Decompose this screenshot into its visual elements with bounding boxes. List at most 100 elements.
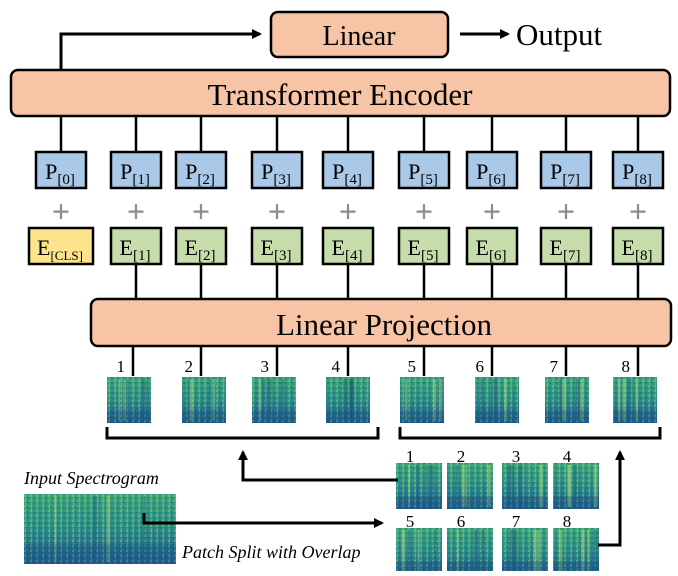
embedding-base-3: E [261,235,274,260]
grid-tile-4-streak-2 [568,465,571,507]
patch-tile-8-streak-1 [617,379,621,421]
grid-tile-2 [447,463,493,509]
linear-projection-label: Linear Projection [276,307,493,342]
patch-tile-7-streak-1 [561,379,567,421]
patch-tile-2-streak-3 [209,379,212,421]
position-embedding-1 [109,150,163,190]
grid-tile-5 [396,528,442,574]
grid-tile-4 [553,463,599,509]
grid-number-4: 4 [563,447,572,466]
patch-tile-6-low-band [475,410,519,423]
patch-tile-4-streak-1 [343,379,348,421]
grid-tile-5-texture [396,528,442,574]
embedding-label-6: E[6] [476,235,507,264]
patch-tile-2-streak-1 [187,379,190,421]
grid-tile-3-low-band [502,496,548,509]
grid-number-1: 1 [406,447,415,466]
grid-tile-2-streak-3 [461,465,465,507]
patch-number-6: 6 [476,357,485,376]
patch-tile-1-streak-3 [118,379,121,421]
patch-tile-1 [107,377,151,423]
grid-tile-4-texture [553,463,599,509]
patch-tile-4-streak-0 [350,379,354,421]
right-bracket [398,427,662,440]
patch-tile-7 [545,377,589,423]
grid-tile-7-texture [502,528,548,574]
grid-number-7: 7 [512,512,521,531]
grid-tile-6-low-band [447,561,493,574]
patch-number-3: 3 [261,357,270,376]
grid-tile-3-streak-1 [518,465,523,507]
position-embedding-3 [250,150,304,190]
cls-embedding [27,226,95,266]
grid-number-8: 8 [563,512,572,531]
input-spectrogram-label: Input Spectrogram [23,468,159,488]
position-embedding-4 [321,150,375,190]
patch-tile-2-texture [182,377,226,423]
patch-tile-2-streak-2 [212,379,215,421]
embedding-base-7: E [550,235,563,260]
position-embedding-6 [465,150,519,190]
embedding-label-1: E[1] [120,235,151,264]
position-subscript-8: [8] [634,172,652,188]
grid-tile-2-streak-0 [455,465,459,507]
grid-tile-7-low-band [502,561,548,574]
patch-tile-5-streak-0 [432,379,437,421]
embedding-subscript-4: [4] [345,248,363,264]
patch-tile-8-streak-2 [622,379,626,421]
input-spectrogram-image-streak-3 [106,496,110,562]
split-arrow [142,513,384,528]
grid-tile-7-streak-0 [533,530,537,572]
patch-tile-3-streak-0 [267,379,272,421]
patch-tile-6-streak-3 [493,379,498,421]
input-spectrogram-image-streak-0 [54,496,57,562]
grid-tile-1-low-band [396,496,442,509]
position-base-5: P [408,159,420,184]
position-subscript-2: [2] [197,172,215,188]
embedding-subscript-6: [6] [489,248,507,264]
grid-number-2: 2 [457,447,466,466]
patch-tile-6-streak-1 [504,379,508,421]
patch-tile-3-streak-1 [281,379,285,421]
position-base-8: P [622,159,634,184]
grid-tile-4-streak-3 [574,465,577,507]
input-spectrogram-image [24,494,176,564]
patch-number-4: 4 [332,357,341,376]
position-label-2: P[2] [185,159,215,188]
grid-tile-3-streak-3 [538,465,544,507]
left-bracket [105,427,380,440]
linear-projection-block [89,297,673,348]
patch-tile-3 [252,377,296,423]
patch-tile-6-streak-0 [480,379,484,421]
position-subscript-3: [3] [273,172,291,188]
patch-embedding-5 [397,226,451,266]
grid-tile-6-texture [447,528,493,574]
token-columns: P[0]+E[CLS]P[1]+E[1]P[2]+E[2]P[3]+E[3]P[… [27,116,665,299]
input-spectrogram [24,494,176,564]
plus-sign-5: + [415,193,433,229]
grid-number-5: 5 [406,512,415,531]
patch-tile-4-streak-2 [349,379,354,421]
output-label: Output [516,17,603,52]
plus-sign-3: + [268,193,286,229]
split-label: Patch Split with Overlap [181,542,360,562]
grid-to-right-arrow [598,450,625,547]
embedding-label-4: E[4] [332,235,363,264]
grid-tile-8-streak-2 [593,530,598,572]
grid-tile-5-streak-2 [417,530,420,572]
grid-tile-7-streak-3 [513,530,518,572]
grid-tile-5-streak-1 [408,530,411,572]
grid-tile-2-streak-1 [465,465,468,507]
patch-tile-8-streak-3 [627,379,632,421]
position-subscript-5: [5] [420,172,438,188]
position-label-1: P[1] [120,159,150,188]
patch-tile-4 [326,377,370,423]
position-base-7: P [550,159,562,184]
grid-tile-6-streak-2 [474,530,477,572]
grid-tile-1 [396,463,442,509]
position-base-6: P [476,159,488,184]
grid-tile-8-texture [553,528,599,574]
